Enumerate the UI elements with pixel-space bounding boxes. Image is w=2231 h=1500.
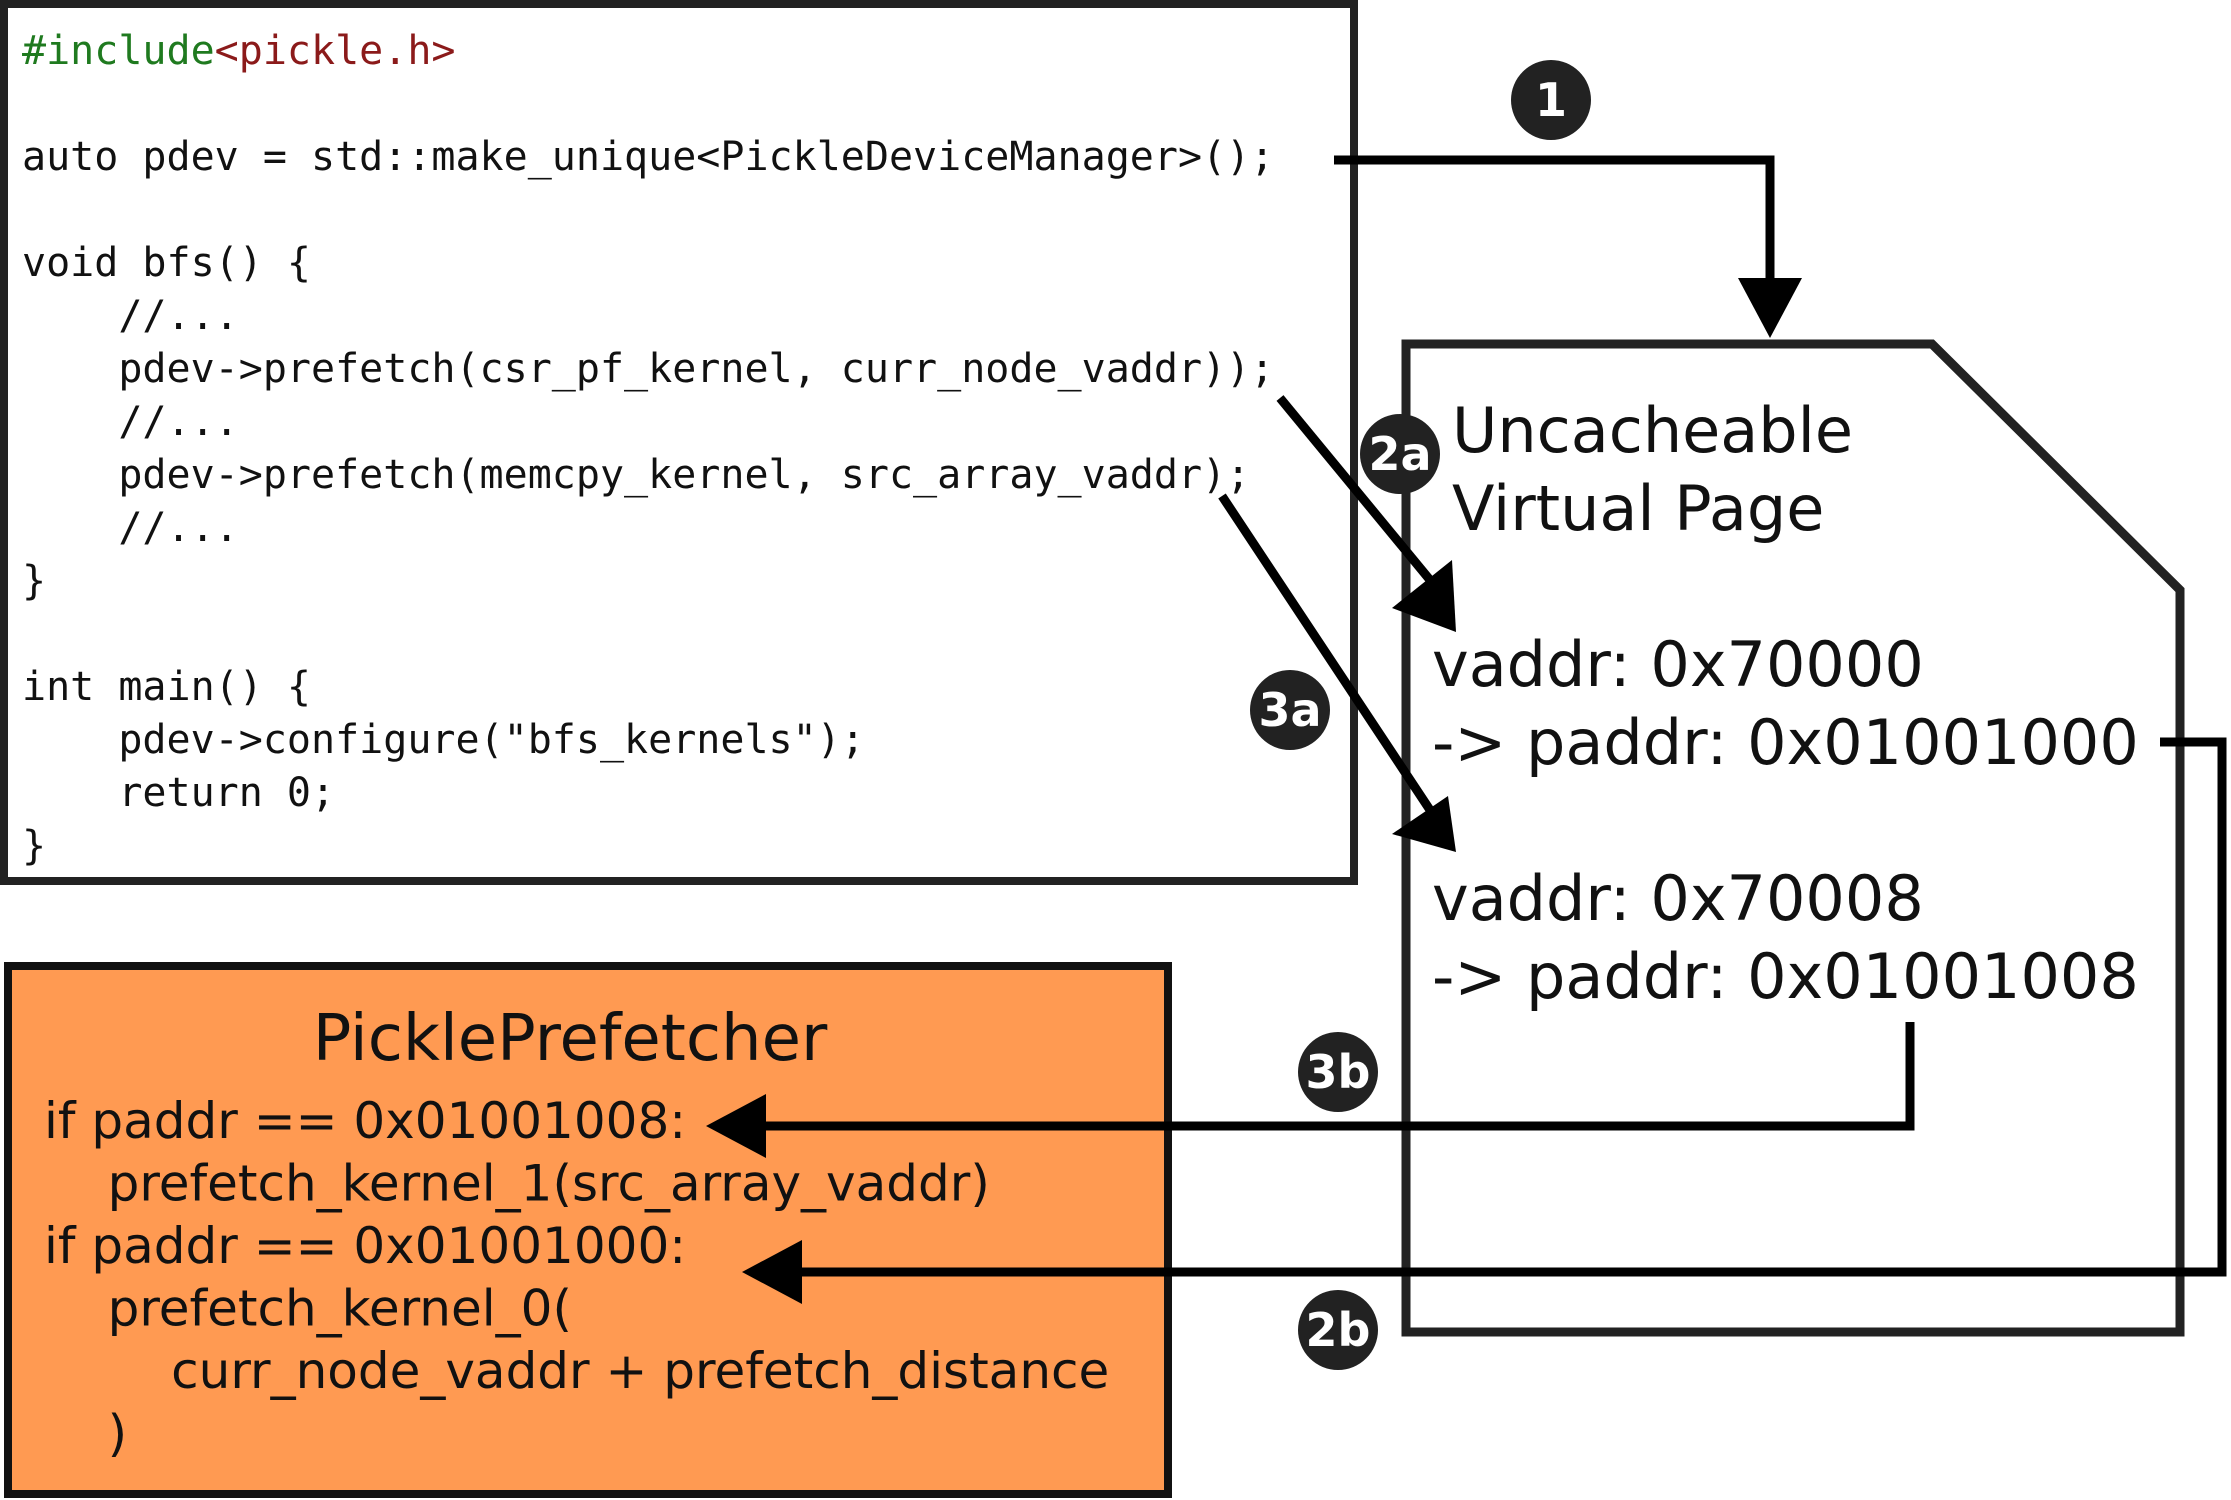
- code-line: //...: [22, 293, 239, 339]
- step-badges: 1 2a 3a 3b 2b: [1250, 60, 1591, 1370]
- prefetcher-title: PicklePrefetcher: [313, 1002, 828, 1076]
- badge-1-circle: [1511, 60, 1591, 140]
- entry1-vaddr: vaddr: 0x70000: [1432, 628, 1924, 701]
- code-line: int main() {: [22, 664, 311, 710]
- arrow-2a: [1276, 395, 1434, 583]
- page-title-line1: Uncacheable: [1452, 394, 1853, 467]
- badge-2a-circle: [1360, 414, 1440, 494]
- entry1-paddr: -> paddr: 0x01001000: [1432, 706, 2139, 779]
- code-line: void bfs() {: [22, 240, 311, 286]
- virtual-page: Uncacheable Virtual Page vaddr: 0x70000 …: [1401, 339, 2185, 1337]
- prefetcher-line: if paddr == 0x01001008:: [44, 1092, 686, 1150]
- badge-3a-label: 3a: [1258, 683, 1321, 737]
- badge-3b-circle: [1298, 1032, 1378, 1112]
- code-line: //...: [22, 505, 239, 551]
- badge-1-label: 1: [1535, 73, 1567, 127]
- code-lines: #include<pickle.h>auto pdev = std::make_…: [22, 28, 1274, 869]
- badge-3a: 3a: [1250, 670, 1330, 750]
- code-token: <pickle.h>: [215, 28, 456, 74]
- arrow-2b: [800, 737, 2227, 1277]
- prefetcher-line: prefetch_kernel_0(: [44, 1280, 572, 1338]
- arrow-3a-head: [1392, 796, 1456, 852]
- virtual-page-shape: [1401, 339, 2185, 1337]
- badge-2b: 2b: [1298, 1290, 1378, 1370]
- code-line: auto pdev = std::make_unique<PickleDevic…: [22, 134, 1274, 180]
- code-box: [0, 0, 1358, 885]
- code-panel: #include<pickle.h>auto pdev = std::make_…: [0, 0, 1358, 885]
- code-line: pdev->prefetch(csr_pf_kernel, curr_node_…: [22, 346, 1274, 392]
- badge-2b-label: 2b: [1306, 1303, 1371, 1357]
- arrows: [706, 155, 2227, 1304]
- badge-3b: 3b: [1298, 1032, 1378, 1112]
- code-line: return 0;: [22, 770, 335, 816]
- entry2-vaddr: vaddr: 0x70008: [1432, 862, 1924, 935]
- code-line: pdev->prefetch(memcpy_kernel, src_array_…: [22, 452, 1250, 498]
- prefetcher-line: prefetch_kernel_1(src_array_vaddr): [44, 1155, 990, 1213]
- prefetcher-line: curr_node_vaddr + prefetch_distance: [44, 1342, 1109, 1400]
- prefetcher-lines: if paddr == 0x01001008: prefetch_kernel_…: [44, 1092, 1109, 1463]
- prefetcher-line: ): [44, 1405, 127, 1463]
- entry2-paddr: -> paddr: 0x01001008: [1432, 940, 2139, 1013]
- badge-1: 1: [1511, 60, 1591, 140]
- code-line: //...: [22, 399, 239, 445]
- arrow-3a: [1218, 493, 1434, 813]
- prefetcher-panel: PicklePrefetcher if paddr == 0x01001008:…: [4, 962, 1172, 1498]
- arrow-1-head: [1738, 278, 1802, 338]
- arrow-2b-head: [742, 1240, 802, 1304]
- badge-3a-circle: [1250, 670, 1330, 750]
- arrow-2a-head: [1392, 560, 1456, 632]
- page-title-line2: Virtual Page: [1452, 472, 1824, 545]
- arrow-3b: [760, 1022, 1915, 1131]
- badge-2b-circle: [1298, 1290, 1378, 1370]
- prefetcher-line: if paddr == 0x01001000:: [44, 1217, 686, 1275]
- arrow-3b-head: [706, 1094, 766, 1158]
- code-line: }: [22, 823, 46, 869]
- code-line: pdev->configure("bfs_kernels");: [22, 717, 865, 763]
- arrow-1: [1334, 155, 1775, 282]
- badge-2a: 2a: [1360, 414, 1440, 494]
- code-token: #include: [22, 28, 215, 74]
- badge-3b-label: 3b: [1306, 1045, 1371, 1099]
- code-line: #include<pickle.h>: [22, 28, 455, 74]
- code-line: }: [22, 558, 46, 604]
- badge-2a-label: 2a: [1368, 427, 1431, 481]
- prefetcher-box: [4, 962, 1172, 1498]
